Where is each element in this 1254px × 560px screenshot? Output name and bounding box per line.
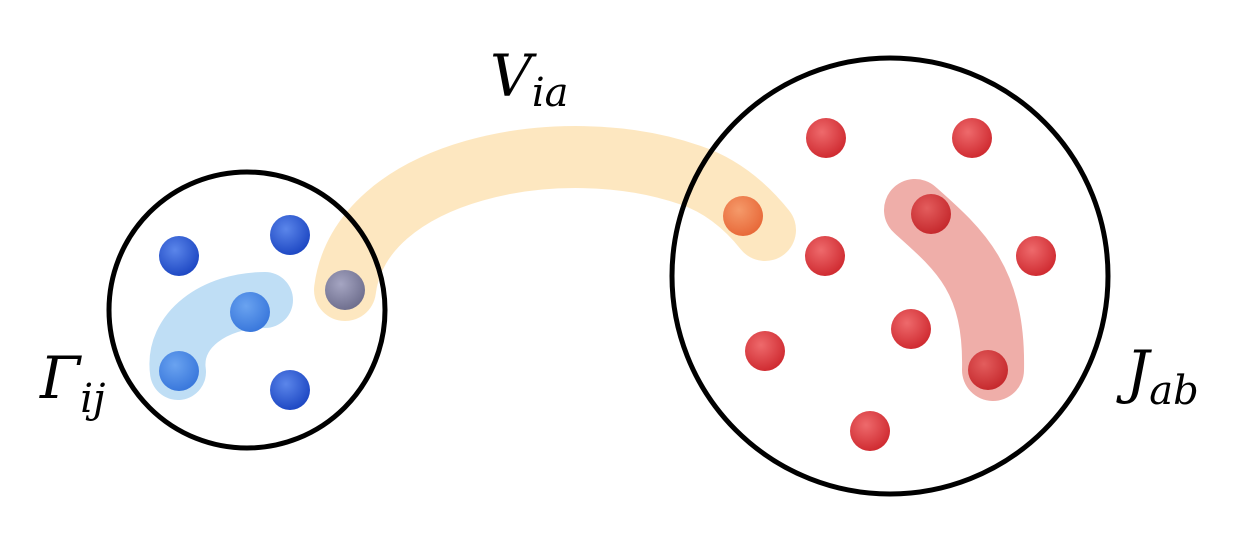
left-label: Γij [39,344,105,422]
red-band [884,179,1025,401]
blue-node [159,351,199,391]
left-label-symbol: Γ [39,344,82,412]
link-label: Via [490,42,569,116]
right-label-subscript: ab [1149,368,1198,414]
red-node [805,236,845,276]
red-node [850,411,890,451]
link-label-symbol: V [490,42,537,110]
link-label-subscript: ia [532,70,569,116]
red-node [745,331,785,371]
left-cluster-circle [106,169,388,451]
red-node [1016,236,1056,276]
orange-node [723,196,763,236]
red-node [806,118,846,158]
red-node [911,194,951,234]
blue-node [270,370,310,410]
blue-node [159,236,199,276]
left-label-subscript: ij [80,376,105,422]
blue-node [230,292,270,332]
blue-node [270,215,310,255]
right-cluster-circle [669,55,1111,497]
red-node [952,118,992,158]
red-node [968,350,1008,390]
coupled-node [325,270,365,310]
red-node [891,309,931,349]
link-band [314,126,796,321]
right-label-symbol: J [1116,338,1152,406]
right-label: Jab [1116,338,1199,414]
